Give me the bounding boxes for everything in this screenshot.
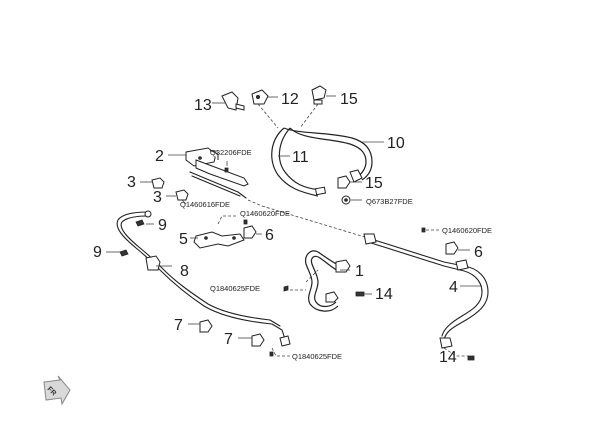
callout-3b: 3 <box>153 189 162 206</box>
nut-15-mid <box>337 175 351 189</box>
bolt-14-right <box>467 355 475 361</box>
callout-13: 13 <box>194 97 212 114</box>
callout-9a: 9 <box>158 217 167 234</box>
clip-15-top <box>311 85 327 105</box>
hose-10 <box>283 127 373 183</box>
bolt-q673b27 <box>341 195 351 205</box>
code-q1460620-left: Q1460620FDE <box>240 209 290 218</box>
callout-3a: 3 <box>127 174 136 191</box>
bracket-5 <box>193 231 245 249</box>
code-q673b27: Q673B27FDE <box>366 197 413 206</box>
forward-arrow-icon: FR <box>43 375 71 406</box>
callout-9b: 9 <box>93 244 102 261</box>
callout-15-top: 15 <box>340 91 358 108</box>
code-q1840625-mid: Q1840625FDE <box>210 284 260 293</box>
bracket-13 <box>221 91 245 111</box>
clip-3b <box>175 189 189 201</box>
clip-3a <box>151 177 165 189</box>
callout-14-right: 14 <box>439 349 457 366</box>
direction-badge-label: FR <box>46 386 58 398</box>
callout-11: 11 <box>292 149 309 166</box>
callout-7a: 7 <box>174 317 183 334</box>
clip-7b <box>251 333 265 347</box>
bolt-q1460620-left <box>243 219 248 225</box>
callout-6-right: 6 <box>474 244 483 261</box>
clip-9a <box>135 219 145 227</box>
callout-6-left: 6 <box>265 227 274 244</box>
bolt-q1840625-mid <box>283 285 289 292</box>
code-q32206: Q32206FDE <box>210 148 252 157</box>
bolt-q1840625-lower <box>269 351 274 357</box>
callout-7b: 7 <box>224 331 233 348</box>
callout-2: 2 <box>155 148 164 165</box>
callout-4: 4 <box>449 279 458 296</box>
clip-6-left <box>243 225 257 239</box>
callout-5: 5 <box>179 231 188 248</box>
hose-1 <box>305 250 351 312</box>
clip-7a <box>199 319 213 333</box>
callout-15-mid: 15 <box>365 175 383 192</box>
callout-1: 1 <box>355 263 364 280</box>
bolt-q32206 <box>224 167 229 173</box>
hose-11 <box>271 127 327 197</box>
clip-6-right <box>445 241 459 255</box>
bolt-q1460620-right <box>421 227 426 233</box>
clip-12 <box>251 89 269 105</box>
bracket-2 <box>185 147 249 187</box>
line-4 <box>363 233 489 349</box>
callout-12: 12 <box>281 91 299 108</box>
callout-14-mid: 14 <box>375 286 393 303</box>
clip-9b <box>119 249 129 257</box>
line-8 <box>116 210 287 343</box>
callout-8: 8 <box>180 263 189 280</box>
code-q1840625-lower: Q1840625FDE <box>292 352 342 361</box>
code-q1460620-right: Q1460620FDE <box>442 226 492 235</box>
code-q1460616: Q1460616FDE <box>180 200 230 209</box>
callout-10: 10 <box>387 135 405 152</box>
